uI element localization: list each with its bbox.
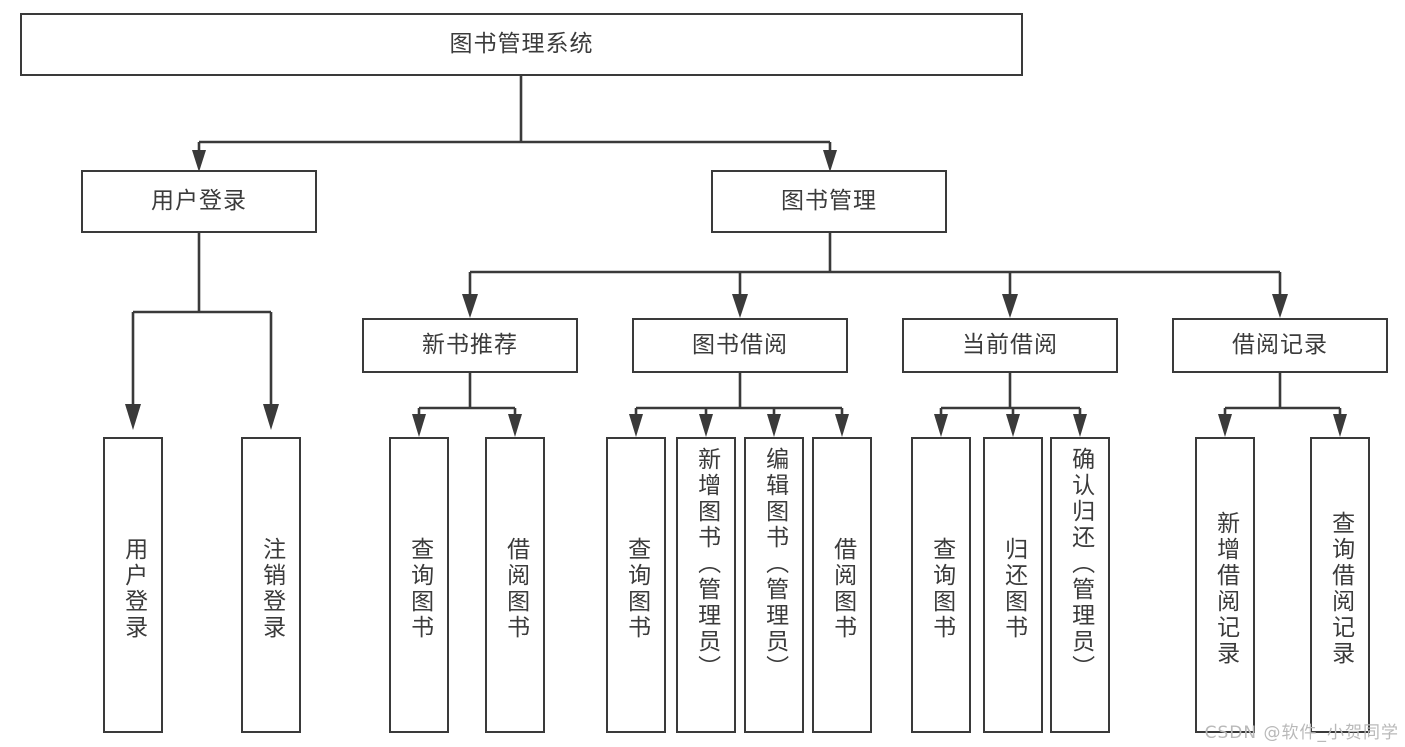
node-root-system[interactable]: 图书管理系统 bbox=[20, 13, 1023, 76]
node-borrow-record[interactable]: 借阅记录 bbox=[1172, 318, 1388, 373]
leaf-current-return-book[interactable]: 归还图书 bbox=[983, 437, 1043, 733]
leaf-record-add-record[interactable]: 新增借阅记录 bbox=[1195, 437, 1255, 733]
node-new-book-recommend[interactable]: 新书推荐 bbox=[362, 318, 578, 373]
leaf-current-query-book[interactable]: 查询图书 bbox=[911, 437, 971, 733]
leaf-recommend-borrow-book[interactable]: 借阅图书 bbox=[485, 437, 545, 733]
leaf-record-query-record[interactable]: 查询借阅记录 bbox=[1310, 437, 1370, 733]
node-user-login[interactable]: 用户登录 bbox=[81, 170, 317, 233]
node-current-borrow[interactable]: 当前借阅 bbox=[902, 318, 1118, 373]
csdn-watermark: CSDN @软件_小贺同学 bbox=[1204, 723, 1399, 743]
leaf-current-confirm-return-admin[interactable]: 确认归还（管理员） bbox=[1050, 437, 1110, 733]
leaf-recommend-query-book[interactable]: 查询图书 bbox=[389, 437, 449, 733]
leaf-user-login-signout[interactable]: 注销登录 bbox=[241, 437, 301, 733]
leaf-borrow-query-book[interactable]: 查询图书 bbox=[606, 437, 666, 733]
leaf-borrow-add-book-admin[interactable]: 新增图书（管理员） bbox=[676, 437, 736, 733]
leaf-user-login-signin[interactable]: 用户登录 bbox=[103, 437, 163, 733]
node-book-borrow[interactable]: 图书借阅 bbox=[632, 318, 848, 373]
leaf-borrow-borrow-book[interactable]: 借阅图书 bbox=[812, 437, 872, 733]
node-book-management[interactable]: 图书管理 bbox=[711, 170, 947, 233]
leaf-borrow-edit-book-admin[interactable]: 编辑图书（管理员） bbox=[744, 437, 804, 733]
